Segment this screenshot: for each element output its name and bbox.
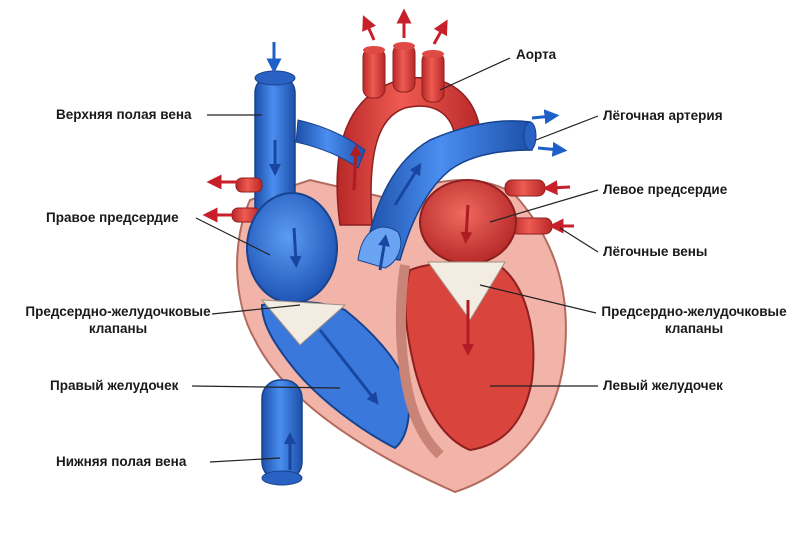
mitral-valve (427, 261, 506, 321)
aorta-branch-3 (421, 51, 445, 103)
label-av-valves-left: Предсердно-желудочковые клапаны (20, 303, 216, 337)
label-superior-vena-cava: Верхняя полая вена (56, 107, 192, 122)
label-av-valves-right-line1: Предсердно-желудочковые (601, 304, 787, 319)
label-inferior-vena-cava: Нижняя полая вена (56, 454, 187, 469)
label-av-valves-left-line1: Предсердно-желудочковые (25, 304, 211, 319)
label-right-ventricle: Правый желудочек (50, 378, 179, 393)
label-pulmonary-veins: Лёгочные вены (603, 244, 708, 259)
label-left-ventricle: Левый желудочек (603, 378, 723, 393)
inferior-vena-cava (261, 379, 303, 481)
label-pulmonary-artery: Лёгочная артерия (603, 108, 723, 123)
label-right-atrium: Правое предсердие (46, 210, 179, 225)
right-atrium-chamber (246, 192, 338, 304)
pulmonary-vein-upper (504, 179, 546, 197)
aorta-branch-2 (392, 43, 416, 93)
label-av-valves-left-line2: клапаны (88, 321, 148, 336)
tricuspid-valve (260, 299, 347, 346)
label-av-valves-right: Предсердно-желудочковые клапаны (596, 303, 792, 337)
label-left-atrium: Левое предсердие (603, 182, 728, 197)
leader-lines (191, 57, 599, 463)
label-av-valves-right-line2: клапаны (664, 321, 724, 336)
aorta-branch-1 (362, 47, 386, 99)
label-aorta: Аорта (516, 47, 557, 62)
